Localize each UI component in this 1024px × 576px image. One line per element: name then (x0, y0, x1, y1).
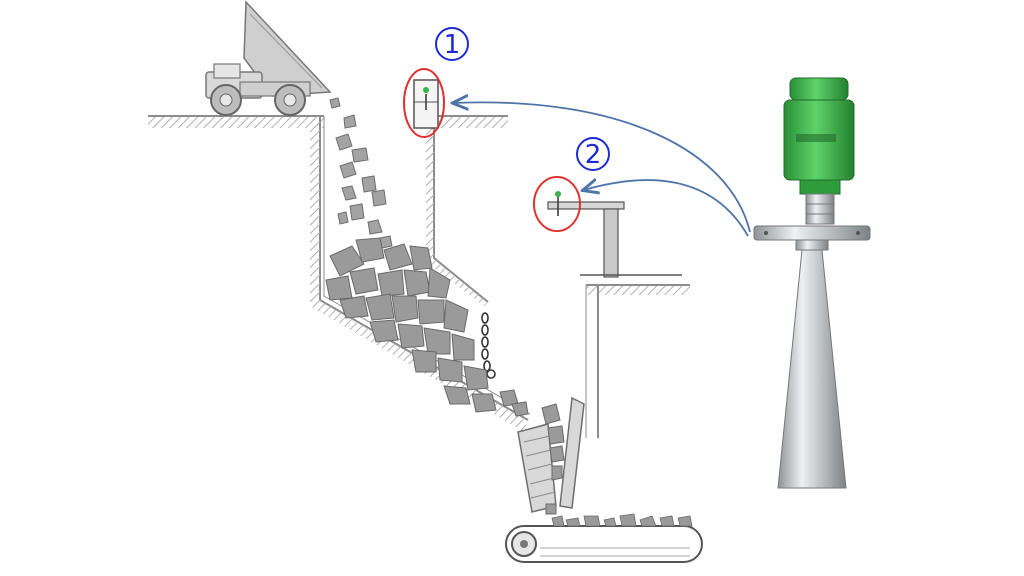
arrow-to-sensor-1 (454, 102, 751, 233)
conveyor-belt (505, 513, 703, 563)
sensor-2-highlight-circle (533, 176, 581, 232)
ground-middle (436, 115, 508, 128)
radar-level-transmitter (753, 77, 871, 489)
ground-left (148, 115, 324, 128)
chain-curtain (481, 312, 496, 379)
jaw-crusher (517, 396, 585, 515)
arrow-to-sensor-2 (584, 180, 749, 237)
sensor-1-highlight-circle (403, 68, 445, 138)
sensor-2-mount (547, 191, 682, 278)
ground-right (586, 284, 690, 295)
sensor-1-housing (413, 79, 439, 129)
marker-2: 2 (576, 137, 610, 171)
marker-1: 1 (435, 27, 469, 61)
falling-rocks (329, 97, 393, 249)
dump-truck (205, 0, 332, 116)
marker-2-label: 2 (585, 140, 602, 170)
rock-pile (325, 237, 529, 417)
marker-1-label: 1 (444, 30, 461, 60)
